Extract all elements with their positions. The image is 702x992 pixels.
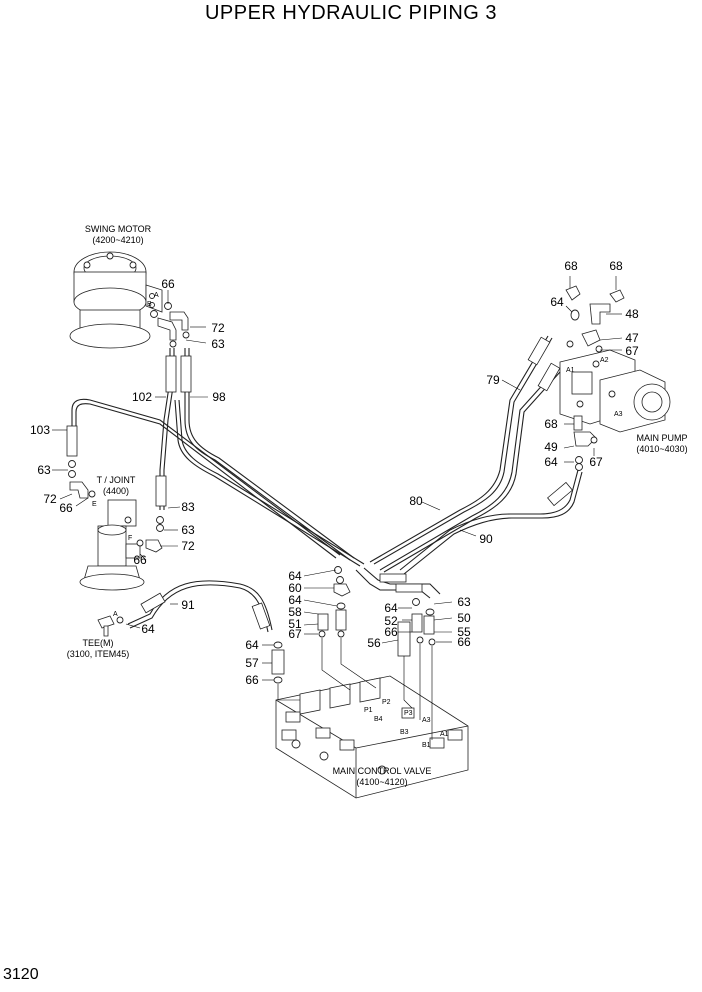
callout-72: 72 (211, 321, 225, 335)
callout-63: 63 (211, 337, 225, 351)
callout-51: 51 (288, 617, 302, 631)
callouts: 66 72 63 102 98 103 63 72 66 83 63 72 66… (30, 259, 639, 687)
tee-ref: (3100, ITEM45) (67, 649, 130, 659)
callout-90: 90 (479, 532, 493, 546)
callout-102: 102 (132, 390, 152, 404)
callout-57: 57 (245, 656, 259, 670)
callout-80: 80 (409, 494, 423, 508)
swing-motor-label: SWING MOTOR (85, 224, 152, 234)
mcv-port-a3: A3 (422, 717, 431, 724)
page-title: UPPER HYDRAULIC PIPING 3 (204, 2, 498, 24)
leader-lines (52, 276, 623, 740)
swing-motor-ref: (4200~4210) (92, 235, 143, 245)
callout-72: 72 (181, 539, 195, 553)
callout-67: 67 (589, 455, 603, 469)
callout-79: 79 (486, 373, 500, 387)
pipes (66, 335, 583, 633)
callout-83: 83 (181, 500, 195, 514)
callout-66: 66 (384, 625, 398, 639)
t-joint-ref: (4400) (103, 486, 129, 496)
swing-motor-drawing (69, 251, 163, 349)
callout-66: 66 (133, 553, 147, 567)
callout-72: 72 (43, 492, 57, 506)
callout-64: 64 (544, 455, 558, 469)
tee-label: TEE(M) (83, 638, 114, 648)
callout-66: 66 (245, 673, 259, 687)
mcv-port-b3: B3 (400, 729, 409, 736)
callout-52: 52 (384, 614, 398, 628)
main-pump-port-a3: A3 (614, 411, 623, 418)
mcv-port-a1: A1 (440, 731, 449, 738)
t-joint-port-f: F (128, 535, 132, 542)
mcv-port-p3: P3 (404, 710, 413, 717)
callout-67: 67 (625, 344, 639, 358)
callout-48: 48 (625, 307, 639, 321)
tee-port-a: A (113, 611, 118, 618)
callout-64: 64 (245, 638, 259, 652)
t-joint-port-e: E (92, 501, 97, 508)
callout-66: 66 (59, 501, 73, 515)
callout-56: 56 (367, 636, 381, 650)
callout-63: 63 (457, 595, 471, 609)
mcv-port-b1: B1 (422, 742, 431, 749)
callout-55: 55 (457, 625, 471, 639)
callout-64: 64 (288, 593, 302, 607)
callout-64: 64 (384, 601, 398, 615)
mcv-label: MAIN CONTROL VALVE (333, 766, 432, 776)
swing-motor-port-b: B (147, 301, 152, 308)
mcv-ref: (4100~4120) (356, 777, 407, 787)
callout-103: 103 (30, 423, 50, 437)
main-pump-fittings (565, 285, 625, 471)
callout-66: 66 (161, 277, 175, 291)
callout-68: 68 (564, 259, 578, 273)
callout-98: 98 (212, 390, 226, 404)
callout-67: 67 (288, 627, 302, 641)
main-pump-port-a1: A1 (566, 367, 575, 374)
mcv-port-b4: B4 (374, 716, 383, 723)
valve-area-fittings (271, 566, 436, 684)
callout-58: 58 (288, 605, 302, 619)
main-pump-drawing (559, 349, 671, 433)
callout-49: 49 (544, 440, 558, 454)
callout-64: 64 (288, 569, 302, 583)
t-joint-drawing (79, 499, 145, 591)
page-number: 3120 (3, 966, 39, 983)
tee-drawing (97, 615, 124, 637)
callout-63: 63 (181, 523, 195, 537)
callout-63: 63 (37, 463, 51, 477)
callout-66: 66 (457, 635, 471, 649)
main-pump-ref: (4010~4030) (636, 444, 687, 454)
t-joint-label: T / JOINT (97, 475, 136, 485)
swing-motor-port-a: A (154, 292, 159, 299)
mcv-port-p2: P2 (382, 699, 391, 706)
callout-68: 68 (609, 259, 623, 273)
callout-60: 60 (288, 581, 302, 595)
main-pump-label: MAIN PUMP (636, 433, 687, 443)
swing-motor-elbows (150, 302, 190, 348)
callout-64: 64 (550, 295, 564, 309)
callout-50: 50 (457, 611, 471, 625)
callout-47: 47 (625, 331, 639, 345)
mcv-port-p1: P1 (364, 707, 373, 714)
t-joint-fittings (68, 460, 164, 553)
main-pump-port-a2: A2 (600, 357, 609, 364)
callout-64: 64 (141, 622, 155, 636)
callout-68: 68 (544, 417, 558, 431)
callout-91: 91 (181, 598, 195, 612)
